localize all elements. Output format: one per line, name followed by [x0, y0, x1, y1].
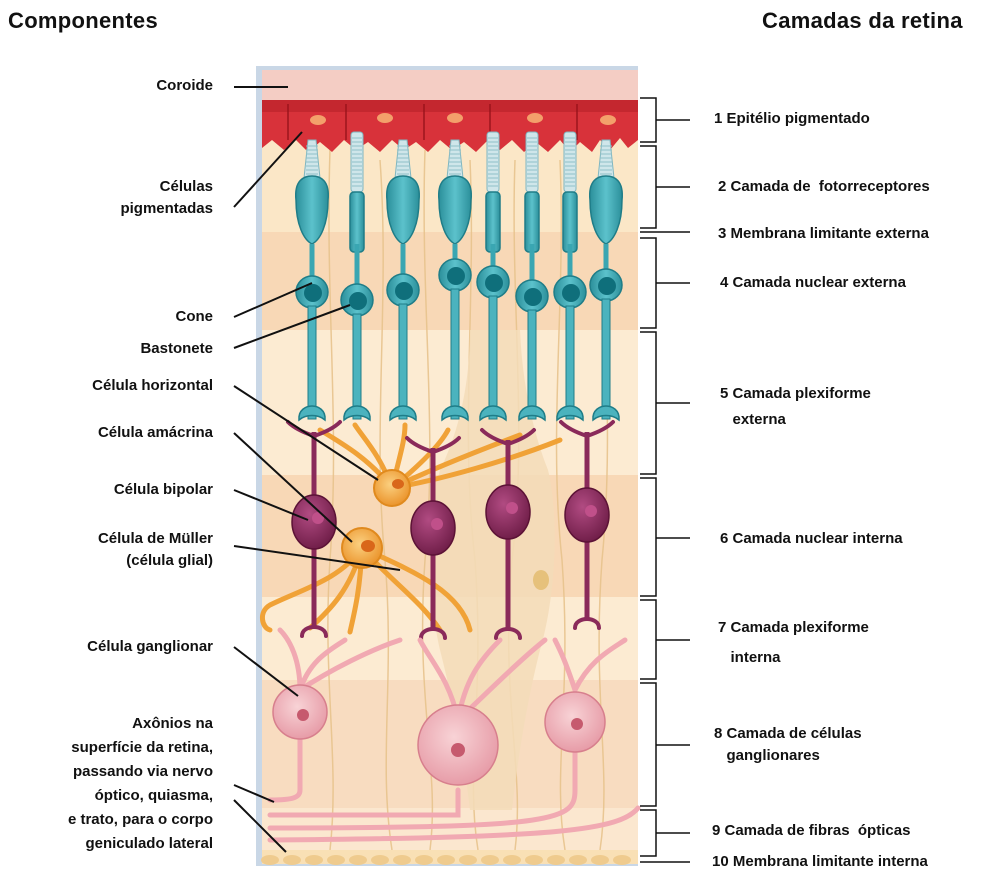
label-celula-horizontal: Célula horizontal [92, 375, 213, 397]
glial-endfoot [591, 855, 609, 865]
label-layer-4: 4 Camada nuclear externa [720, 272, 906, 294]
label-layer-8: 8 Camada de células ganglionares [714, 723, 862, 767]
label-layer-9: 9 Camada de fibras ópticas [712, 820, 910, 842]
label-layer-1: 1 Epitélio pigmentado [714, 108, 870, 130]
glial-endfoot [415, 855, 433, 865]
label-layer-3: 3 Membrana limitante externa [718, 223, 929, 245]
glial-endfoot [613, 855, 631, 865]
muller-nucleus [533, 570, 549, 590]
glial-endfoot [481, 855, 499, 865]
glial-endfoot [437, 855, 455, 865]
label-celula-muller: Célula de Müller(célula glial) [98, 528, 213, 572]
glial-endfoot [327, 855, 345, 865]
label-bastonete: Bastonete [140, 338, 213, 360]
label-layer-7: 7 Camada plexiforme interna [718, 613, 869, 673]
label-celula-bipolar: Célula bipolar [114, 479, 213, 501]
label-layer-2: 2 Camada de fotorreceptores [718, 176, 930, 198]
label-celula-amacrina: Célula amácrina [98, 422, 213, 444]
layer-brackets [640, 98, 690, 862]
glial-endfoot [525, 855, 543, 865]
glial-endfoot [371, 855, 389, 865]
label-cone: Cone [176, 306, 214, 328]
glial-endfoot [569, 855, 587, 865]
glial-endfoot [283, 855, 301, 865]
label-layer-10: 10 Membrana limitante interna [712, 851, 928, 873]
label-celula-ganglionar: Célula ganglionar [87, 636, 213, 658]
label-layer-5: 5 Camada plexiforme externa [720, 381, 871, 433]
glial-endfoot [503, 855, 521, 865]
choroid-band [262, 70, 638, 100]
glial-endfoot [261, 855, 279, 865]
glial-endfoot [349, 855, 367, 865]
label-layer-6: 6 Camada nuclear interna [720, 528, 903, 550]
glial-endfoot [459, 855, 477, 865]
inner-limiting-membrane [261, 850, 638, 865]
glial-endfoot [547, 855, 565, 865]
glial-endfoot [393, 855, 411, 865]
label-coroide: Coroide [156, 75, 213, 97]
glial-endfoot [305, 855, 323, 865]
